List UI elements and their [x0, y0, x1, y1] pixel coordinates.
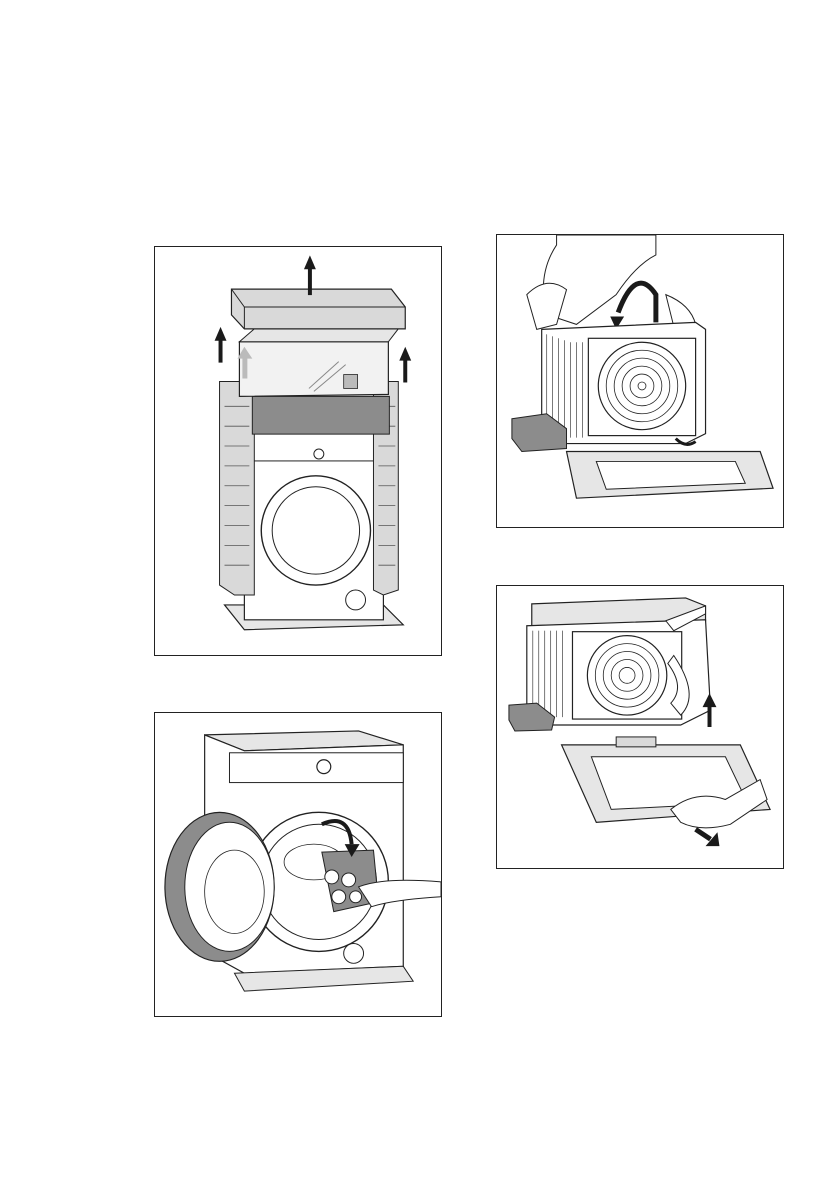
- washer-base-removal-icon: [497, 586, 783, 868]
- washer-drum-bag-removal-icon: [155, 713, 441, 1016]
- figure-remove-base: [496, 585, 784, 869]
- figure-remove-drum-bag: [154, 712, 442, 1017]
- figure-remove-packaging: [154, 246, 442, 656]
- washer-tilted-back-icon: [497, 235, 783, 527]
- washer-packaging-removal-icon: [155, 247, 441, 655]
- figure-tilt-washer-back: [496, 234, 784, 528]
- page-top: [0, 0, 839, 1]
